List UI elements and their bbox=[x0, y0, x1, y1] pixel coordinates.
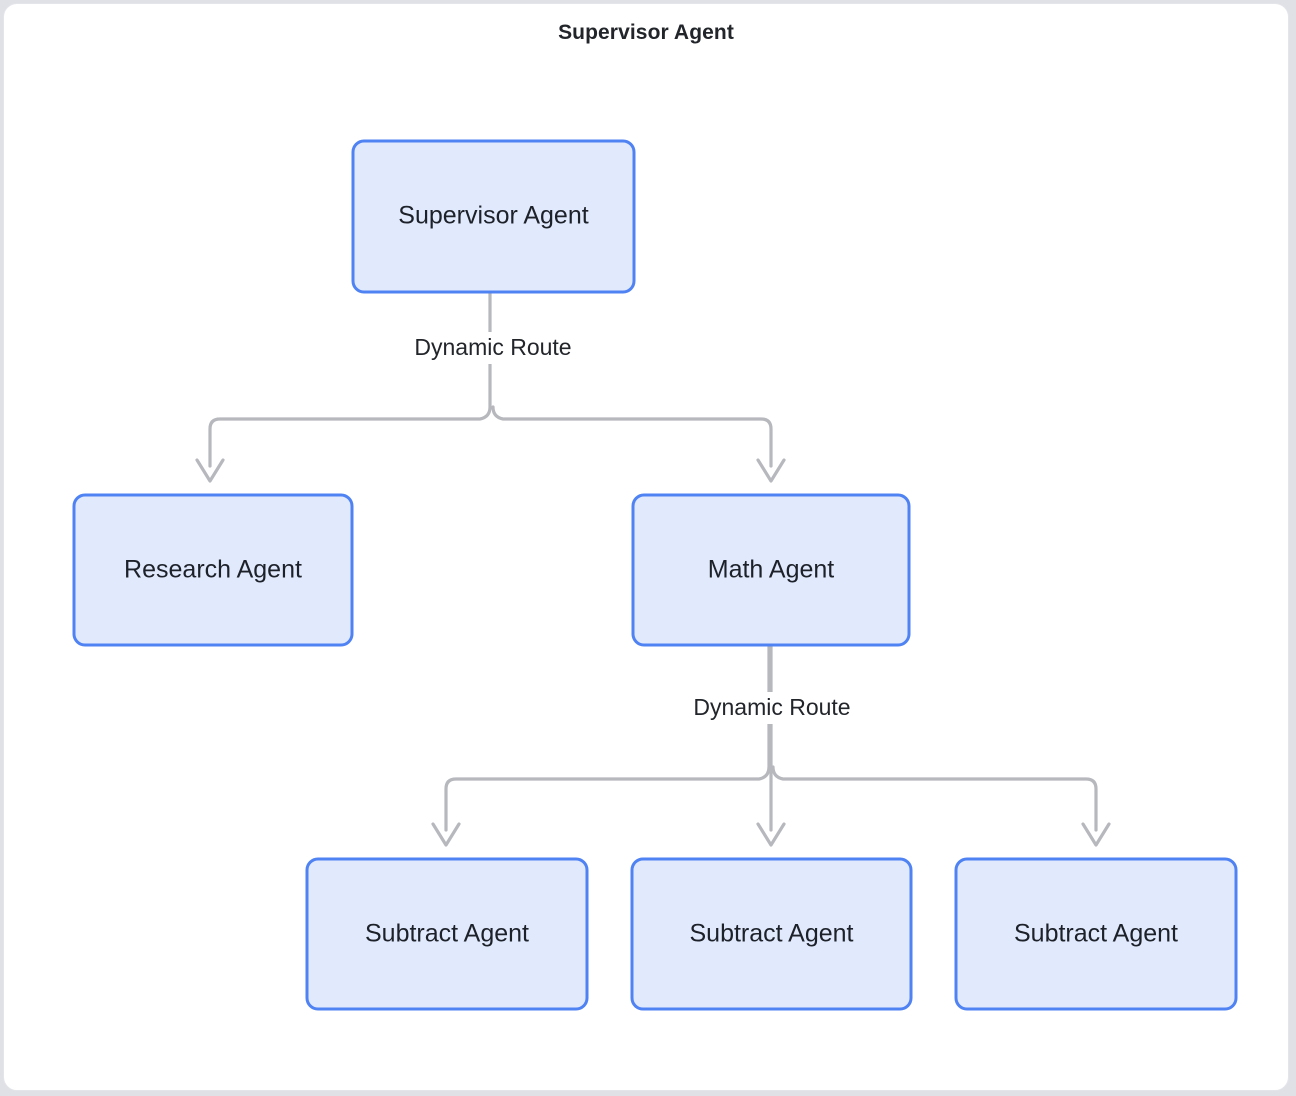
arrowhead-subtract-3-icon bbox=[1081, 822, 1111, 847]
node-subtract-agent-3-label: Subtract Agent bbox=[1014, 920, 1178, 948]
edge-math-subtract-3-path bbox=[771, 765, 1098, 832]
edge-group-supervisor: Dynamic Route bbox=[195, 287, 786, 483]
arrowhead-subtract-1-icon bbox=[431, 822, 461, 847]
edge-supervisor-math-path bbox=[491, 405, 773, 468]
edge-math-subtract-1-path bbox=[444, 640, 771, 832]
node-subtract-agent-2[interactable]: Subtract Agent bbox=[630, 857, 913, 1011]
node-research-agent-label: Research Agent bbox=[124, 556, 302, 584]
edge-label-dynamic-route-1: Dynamic Route bbox=[414, 334, 571, 360]
node-supervisor-agent-label: Supervisor Agent bbox=[398, 202, 588, 230]
edge-supervisor-research-path bbox=[208, 287, 492, 468]
node-subtract-agent-1-box[interactable] bbox=[305, 857, 589, 1011]
node-subtract-agent-1[interactable]: Subtract Agent bbox=[305, 857, 589, 1011]
node-subtract-agent-1-label: Subtract Agent bbox=[365, 920, 529, 948]
node-subtract-agent-2-label: Subtract Agent bbox=[689, 920, 853, 948]
page-title: Supervisor Agent bbox=[558, 21, 734, 44]
edge-label-2-backdrop bbox=[666, 692, 878, 724]
node-math-agent-label: Math Agent bbox=[708, 556, 835, 584]
diagram-canvas: Dynamic Route Dynamic Route Supervisor A… bbox=[72, 139, 1238, 1011]
node-supervisor-agent-box[interactable] bbox=[351, 139, 636, 294]
node-subtract-agent-2-box[interactable] bbox=[630, 857, 913, 1011]
node-subtract-agent-3-box[interactable] bbox=[954, 857, 1238, 1011]
node-supervisor-agent[interactable]: Supervisor Agent bbox=[351, 139, 636, 294]
diagram-card: Supervisor Agent Dynamic Route bbox=[3, 3, 1289, 1091]
arrowhead-math-icon bbox=[756, 458, 786, 483]
node-subtract-agent-3[interactable]: Subtract Agent bbox=[954, 857, 1238, 1011]
arrowhead-subtract-2-icon bbox=[756, 822, 786, 847]
edge-label-1-backdrop bbox=[387, 332, 599, 364]
edge-group-math: Dynamic Route bbox=[431, 640, 1111, 847]
node-math-agent[interactable]: Math Agent bbox=[631, 493, 911, 647]
arrowhead-research-icon bbox=[195, 458, 225, 483]
node-research-agent[interactable]: Research Agent bbox=[72, 493, 354, 647]
edge-label-dynamic-route-2: Dynamic Route bbox=[693, 694, 850, 720]
node-math-agent-box[interactable] bbox=[631, 493, 911, 647]
node-research-agent-box[interactable] bbox=[72, 493, 354, 647]
